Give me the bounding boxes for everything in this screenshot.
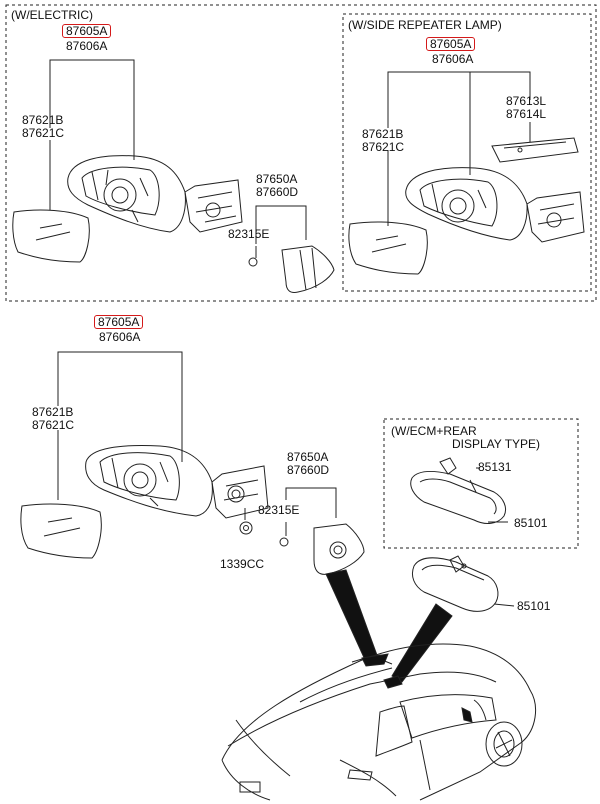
part-label-87605a-top-left[interactable]: 87605A [62, 24, 112, 38]
part-label-1339cc[interactable]: 1339CC [220, 557, 265, 571]
part-label-85131[interactable]: 85131 [478, 460, 512, 474]
electric-panel-title: (W/ELECTRIC) [11, 8, 93, 22]
part-label-87621c-top-right[interactable]: 87621C [362, 140, 405, 154]
mirror-assembly-middle [20, 351, 365, 575]
nut-1339cc [239, 521, 253, 535]
part-label-87621c-top-left[interactable]: 87621C [22, 126, 65, 140]
electric-group-box [5, 4, 597, 302]
part-label-87606a-middle[interactable]: 87606A [99, 330, 141, 344]
part-label-87621b-top-left[interactable]: 87621B [22, 113, 64, 127]
mirror-glass-top-right [348, 221, 428, 275]
part-label-87650a-top[interactable]: 87650A [256, 172, 298, 186]
part-label-85101-ecm[interactable]: 85101 [514, 516, 548, 530]
side-repeater-group-box [342, 13, 592, 292]
part-label-87621b-middle[interactable]: 87621B [32, 405, 74, 419]
car-illustration [221, 643, 537, 801]
part-label-82315e-middle[interactable]: 82315E [258, 503, 300, 517]
cover-top-left [281, 245, 335, 293]
side-repeater-panel-title: (W/SIDE REPEATER LAMP) [348, 18, 502, 32]
mirror-glass-top-left [12, 209, 90, 263]
pointer-arrow-rear-mirror [391, 603, 453, 683]
part-label-85101-lower[interactable]: 85101 [517, 599, 551, 613]
pointer-arrow-mirror [325, 569, 379, 663]
part-label-87605a-middle[interactable]: 87605A [94, 315, 144, 329]
cover-middle [313, 523, 365, 575]
part-label-87621b-top-right[interactable]: 87621B [362, 127, 404, 141]
part-label-87614l[interactable]: 87614L [506, 107, 547, 121]
part-label-87606a-top-right[interactable]: 87606A [432, 52, 474, 66]
part-label-87660d-middle[interactable]: 87660D [287, 463, 330, 477]
mirror-glass-middle [20, 503, 102, 559]
ecm-panel-title-line2: DISPLAY TYPE) [452, 437, 541, 451]
ecm-group-box [383, 418, 579, 549]
rear-view-mirror-lower [411, 555, 515, 612]
mirror-assembly-top-right [348, 71, 585, 275]
side-repeater-lamp [491, 137, 579, 163]
part-label-87650a-middle[interactable]: 87650A [287, 450, 329, 464]
part-label-87606a-top-left[interactable]: 87606A [66, 39, 108, 53]
rear-view-mirror-ecm [410, 457, 508, 524]
part-label-87660d-top[interactable]: 87660D [256, 185, 299, 199]
part-label-82315e-top[interactable]: 82315E [228, 227, 270, 241]
ecm-panel-title-line1: (W/ECM+REAR [391, 424, 477, 438]
part-label-87605a-top-right[interactable]: 87605A [426, 37, 476, 51]
part-label-87621c-middle[interactable]: 87621C [32, 418, 75, 432]
part-label-87613l[interactable]: 87613L [506, 94, 547, 108]
mirror-assembly-top-left [12, 59, 335, 293]
